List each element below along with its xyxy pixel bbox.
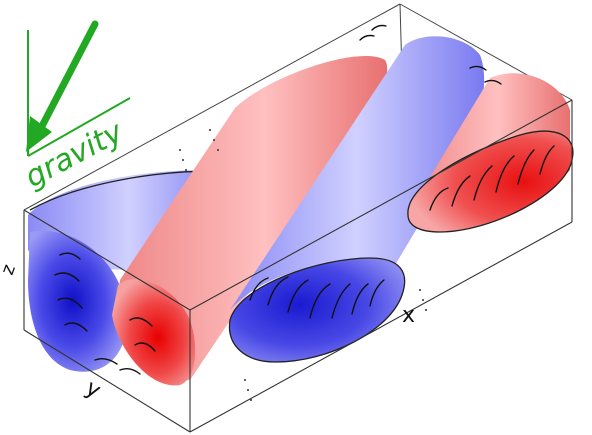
blue-roll-2 <box>230 36 485 311</box>
velocity-field-arrows <box>54 24 555 375</box>
y-axis-label: y <box>81 376 105 404</box>
gravity-arrow-icon <box>26 20 131 157</box>
blue-roll-bottom-section <box>228 257 406 363</box>
x-axis-label: x <box>402 303 415 328</box>
blue-roll-end-cap <box>28 230 128 372</box>
box-front-edges <box>23 99 573 433</box>
z-axis-label: z <box>0 262 20 278</box>
velocity-field-dots <box>179 129 427 401</box>
red-roll-1 <box>115 56 388 381</box>
red-roll-end-cap <box>112 279 196 386</box>
